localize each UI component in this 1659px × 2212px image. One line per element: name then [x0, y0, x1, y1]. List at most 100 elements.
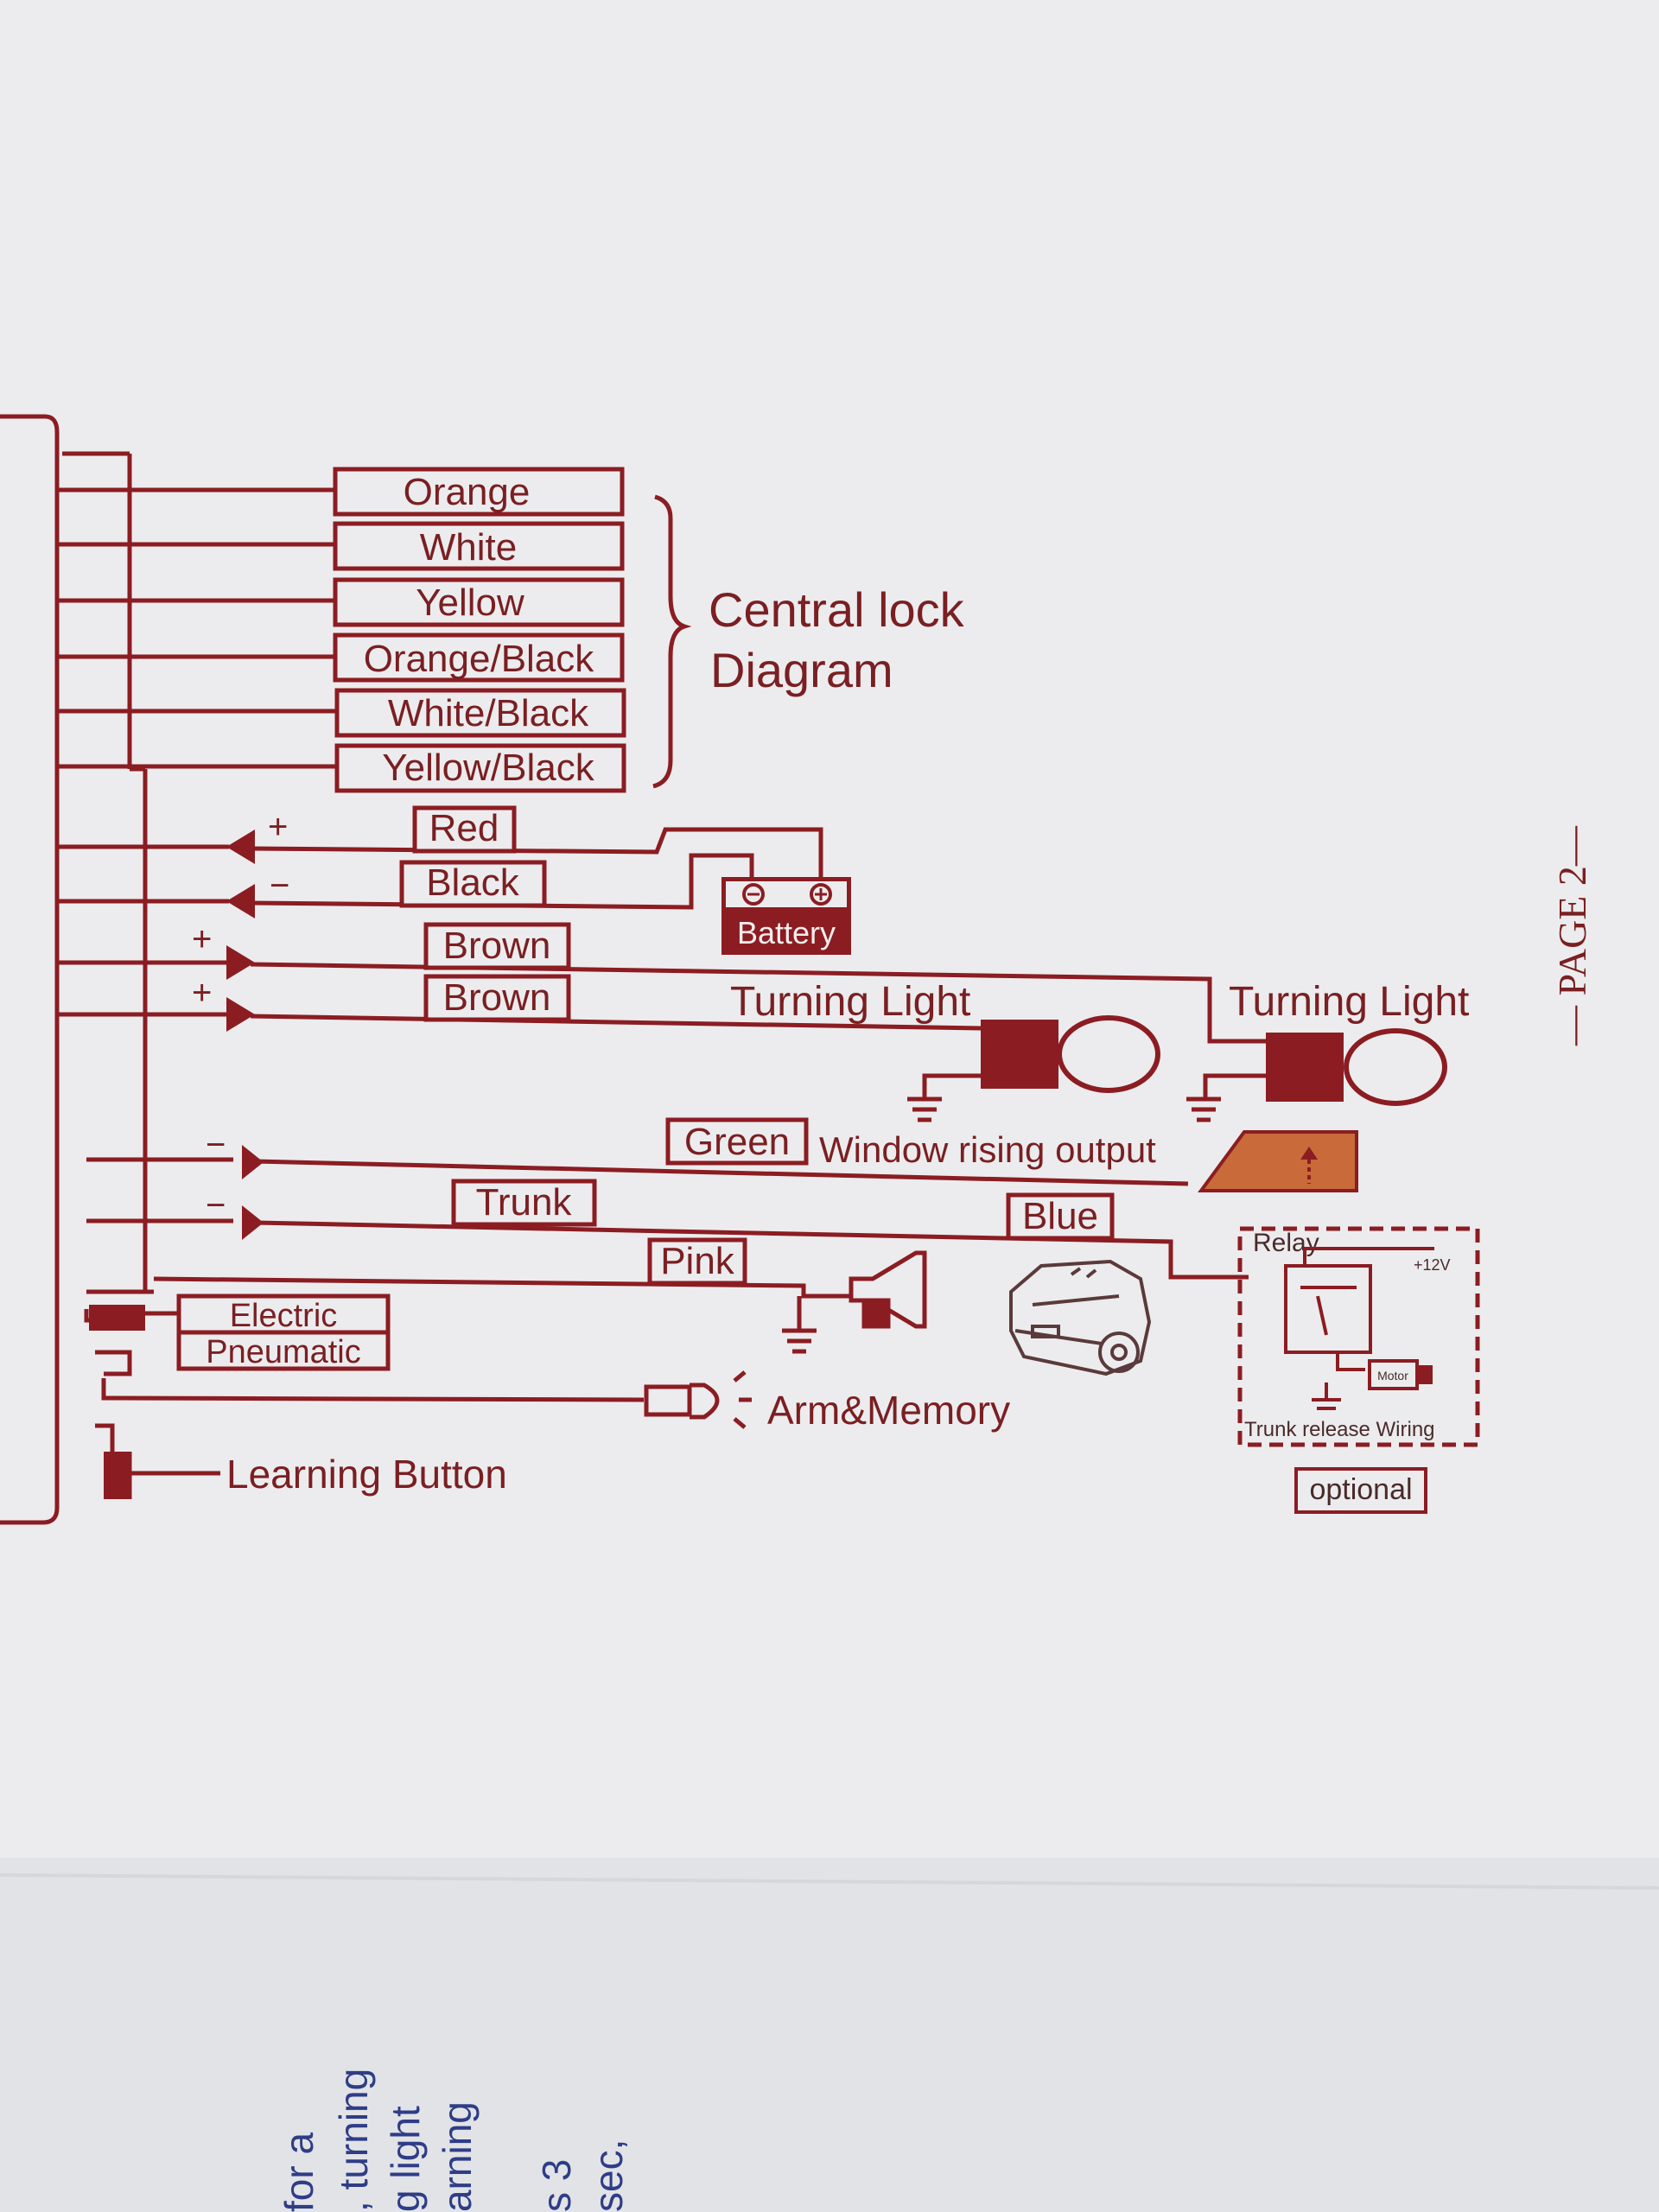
label-yellow: Yellow [416, 582, 524, 624]
arrow-red [226, 830, 255, 864]
page-marker: — PAGE 2— [1550, 825, 1594, 1046]
label-brown1: Brown [443, 925, 551, 967]
label-white: White [420, 526, 517, 569]
box-brown2 [423, 974, 571, 1022]
sign-brown2: + [192, 974, 212, 1012]
sign-green: − [206, 1126, 226, 1164]
box-white-black [334, 688, 626, 738]
box-orange-black [333, 632, 625, 683]
battery-plus-terminal-icon [810, 883, 832, 906]
optional-label: optional [1309, 1473, 1412, 1506]
label-electric: Electric [230, 1298, 338, 1334]
battery-label: Battery [737, 915, 836, 950]
box-trunk [451, 1179, 597, 1227]
bottom-text-line4: arning [435, 2101, 480, 2212]
label-yellow-black: Yellow/Black [382, 747, 594, 789]
paper-lower-fold [0, 1858, 1659, 2212]
label-pneumatic: Pneumatic [206, 1334, 361, 1370]
bottom-text-line3: g light [383, 2106, 428, 2212]
trunk-release-caption: Trunk release Wiring [1244, 1418, 1435, 1441]
relay-box [1237, 1226, 1480, 1447]
box-orange [333, 467, 625, 517]
central-lock-title: Central lock [709, 582, 965, 637]
box-electric [176, 1294, 391, 1335]
wire-brown1 [250, 962, 1270, 1044]
connector-lines-b [95, 1350, 132, 1376]
siren-icon [782, 1250, 927, 1354]
window-icon [1198, 1130, 1358, 1192]
label-white-black: White/Black [388, 692, 589, 734]
wire-green [254, 1159, 1189, 1186]
arrow-trunk [242, 1205, 264, 1240]
box-white [333, 521, 625, 571]
arrow-brown2 [226, 997, 255, 1032]
car-trunk-icon [1009, 1259, 1152, 1376]
sign-red: + [268, 808, 288, 846]
connector-lines-c [95, 1423, 115, 1452]
wire-trunk [254, 1220, 1249, 1280]
arrow-brown1 [226, 945, 255, 980]
arrow-black [226, 884, 255, 918]
window-rising-label: Window rising output [819, 1129, 1156, 1170]
box-black [399, 860, 547, 908]
box-brown1 [423, 922, 571, 970]
wire-arm-memory [101, 1378, 645, 1402]
box-blue [1006, 1192, 1115, 1241]
label-orange: Orange [404, 471, 531, 513]
turning-light-left-lens-icon [1057, 1015, 1160, 1093]
control-unit-outline [0, 414, 60, 1525]
central-lock-subtitle: Diagram [710, 643, 893, 697]
box-yellow [333, 577, 625, 627]
sign-black: − [270, 867, 289, 905]
ground-left-icon [907, 1076, 942, 1122]
bottom-text-line1: for a [276, 2133, 321, 2212]
turning-light-right-label: Turning Light [1229, 979, 1469, 1025]
box-green [665, 1117, 809, 1166]
wire-brown2 [250, 1014, 982, 1031]
turning-light-right-lens-icon [1344, 1028, 1447, 1106]
bottom-text-line6: sec, [586, 2139, 631, 2212]
wire-network [0, 414, 1270, 1525]
label-green: Green [684, 1121, 790, 1163]
sign-trunk: − [206, 1186, 226, 1224]
label-red: Red [429, 807, 499, 849]
led-icon [644, 1370, 752, 1429]
bottom-text-line2: , turning [331, 2069, 376, 2212]
sign-brown1: + [192, 920, 212, 958]
box-yellow-black [334, 743, 626, 793]
ground-right-icon [1186, 1096, 1221, 1122]
arrow-green [242, 1145, 264, 1179]
label-blue: Blue [1022, 1195, 1098, 1237]
motor-box [1368, 1359, 1419, 1390]
arm-memory-label: Arm&Memory [767, 1388, 1010, 1433]
label-pink: Pink [660, 1240, 735, 1282]
box-red [412, 805, 517, 854]
bottom-partial-text: for a , turning g light arning s 3 sec, [276, 2069, 631, 2212]
motor-label: Motor [1377, 1369, 1408, 1382]
turning-light-right-icon [1266, 1033, 1344, 1102]
wire-pink [153, 1276, 851, 1299]
label-orange-black: Orange/Black [364, 638, 595, 680]
label-trunk: Trunk [476, 1181, 573, 1224]
label-brown2: Brown [443, 976, 551, 1019]
relay-label: Relay [1253, 1229, 1319, 1257]
learning-button-label: Learning Button [226, 1452, 507, 1497]
central-lock-brace [652, 494, 692, 789]
optional-box [1294, 1467, 1427, 1514]
lock-type-switch [89, 1305, 145, 1331]
relay-switch-icon [1284, 1247, 1434, 1371]
relay-ground-icon [1312, 1382, 1341, 1410]
bottom-text-line5: s 3 [534, 2159, 579, 2212]
label-black: Black [426, 861, 520, 904]
wire-red [250, 827, 823, 880]
learning-button-icon [104, 1452, 130, 1499]
box-pneumatic [176, 1330, 391, 1371]
turning-light-left-label: Turning Light [730, 979, 970, 1025]
battery-minus-terminal-icon [742, 883, 765, 906]
relay-voltage: +12V [1414, 1256, 1451, 1274]
box-pink [647, 1237, 747, 1286]
paper-fold-line [0, 1873, 1659, 1890]
